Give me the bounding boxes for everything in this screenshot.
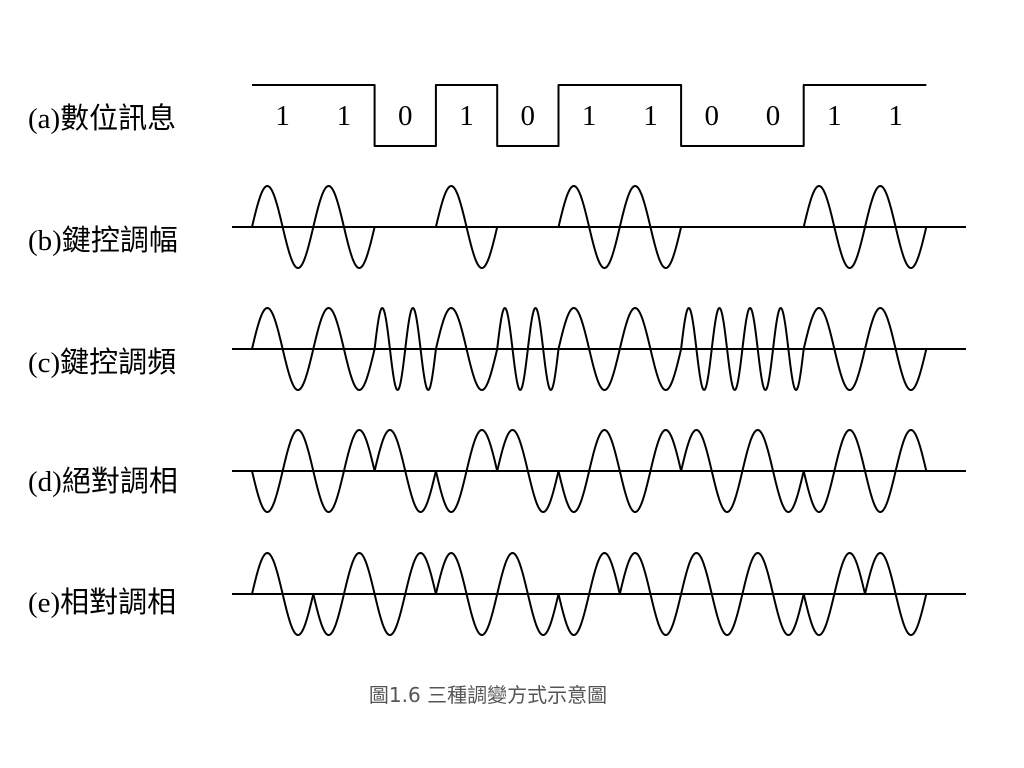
- row-label-digital: (a)數位訊息: [28, 102, 176, 135]
- dpsk-segment: [373, 552, 437, 636]
- fsk-low-freq-segment: [802, 307, 866, 391]
- fsk-waveform: [232, 307, 966, 391]
- psk-segment: [802, 429, 866, 513]
- bit-label: 1: [827, 100, 842, 132]
- bit-label: 1: [459, 100, 474, 132]
- bit-label: 1: [275, 100, 290, 132]
- dpsk-segment: [312, 552, 376, 636]
- dpsk-segment: [434, 552, 499, 636]
- psk-waveform: [232, 429, 966, 513]
- bit-label: 1: [582, 100, 597, 132]
- psk-segment: [741, 429, 805, 513]
- bit-label: 1: [888, 100, 903, 132]
- dpsk-segment: [496, 552, 560, 636]
- ask-carrier-burst: [557, 185, 621, 269]
- dpsk-segment: [802, 552, 866, 636]
- digital-signal-line: [252, 84, 927, 147]
- fsk-high-freq-segment: [741, 307, 805, 391]
- ask-carrier-burst: [802, 185, 866, 269]
- bit-label: 1: [337, 100, 352, 132]
- fsk-high-freq-segment: [496, 307, 560, 391]
- fsk-high-freq-segment: [373, 307, 437, 391]
- bit-label: 1: [643, 100, 658, 132]
- row-label-dpsk: (e)相對調相: [28, 586, 176, 619]
- psk-segment: [496, 429, 560, 513]
- fsk-high-freq-segment: [680, 307, 744, 391]
- psk-segment: [312, 429, 376, 513]
- digital-waveform: [252, 84, 927, 147]
- ask-carrier-burst: [864, 185, 928, 269]
- psk-segment: [680, 429, 744, 513]
- psk-segment: [373, 429, 437, 513]
- fsk-low-freq-segment: [434, 307, 499, 391]
- bit-label: 0: [705, 100, 720, 132]
- fsk-low-freq-segment: [557, 307, 621, 391]
- dpsk-waveform: [232, 552, 966, 636]
- dpsk-segment: [680, 552, 744, 636]
- psk-segment: [557, 429, 621, 513]
- ask-carrier-burst: [434, 185, 499, 269]
- ask-carrier-burst: [312, 185, 376, 269]
- ask-carrier-burst: [618, 185, 683, 269]
- bit-label: 0: [398, 100, 413, 132]
- dpsk-segment: [557, 552, 621, 636]
- bit-label: 0: [766, 100, 781, 132]
- bit-labels: 1 1 0 1 0 1 1 0 0 1 1: [275, 100, 903, 132]
- bit-label: 0: [521, 100, 536, 132]
- dpsk-segment: [741, 552, 805, 636]
- figure-caption: 圖1.6 三種調變方式示意圖: [369, 683, 607, 707]
- dpsk-segment: [251, 552, 315, 636]
- fsk-low-freq-segment: [864, 307, 928, 391]
- dpsk-segment: [864, 552, 928, 636]
- fsk-low-freq-segment: [618, 307, 683, 391]
- fsk-low-freq-segment: [312, 307, 376, 391]
- dpsk-segment: [618, 552, 683, 636]
- ask-carrier-burst: [251, 185, 315, 269]
- ask-waveform: [232, 185, 966, 269]
- psk-segment: [618, 429, 683, 513]
- row-label-psk: (d)絕對調相: [28, 465, 178, 498]
- row-label-fsk: (c)鍵控調頻: [28, 346, 176, 379]
- psk-segment: [251, 429, 315, 513]
- row-label-ask: (b)鍵控調幅: [28, 224, 178, 257]
- psk-segment: [434, 429, 499, 513]
- fsk-low-freq-segment: [251, 307, 315, 391]
- psk-segment: [864, 429, 928, 513]
